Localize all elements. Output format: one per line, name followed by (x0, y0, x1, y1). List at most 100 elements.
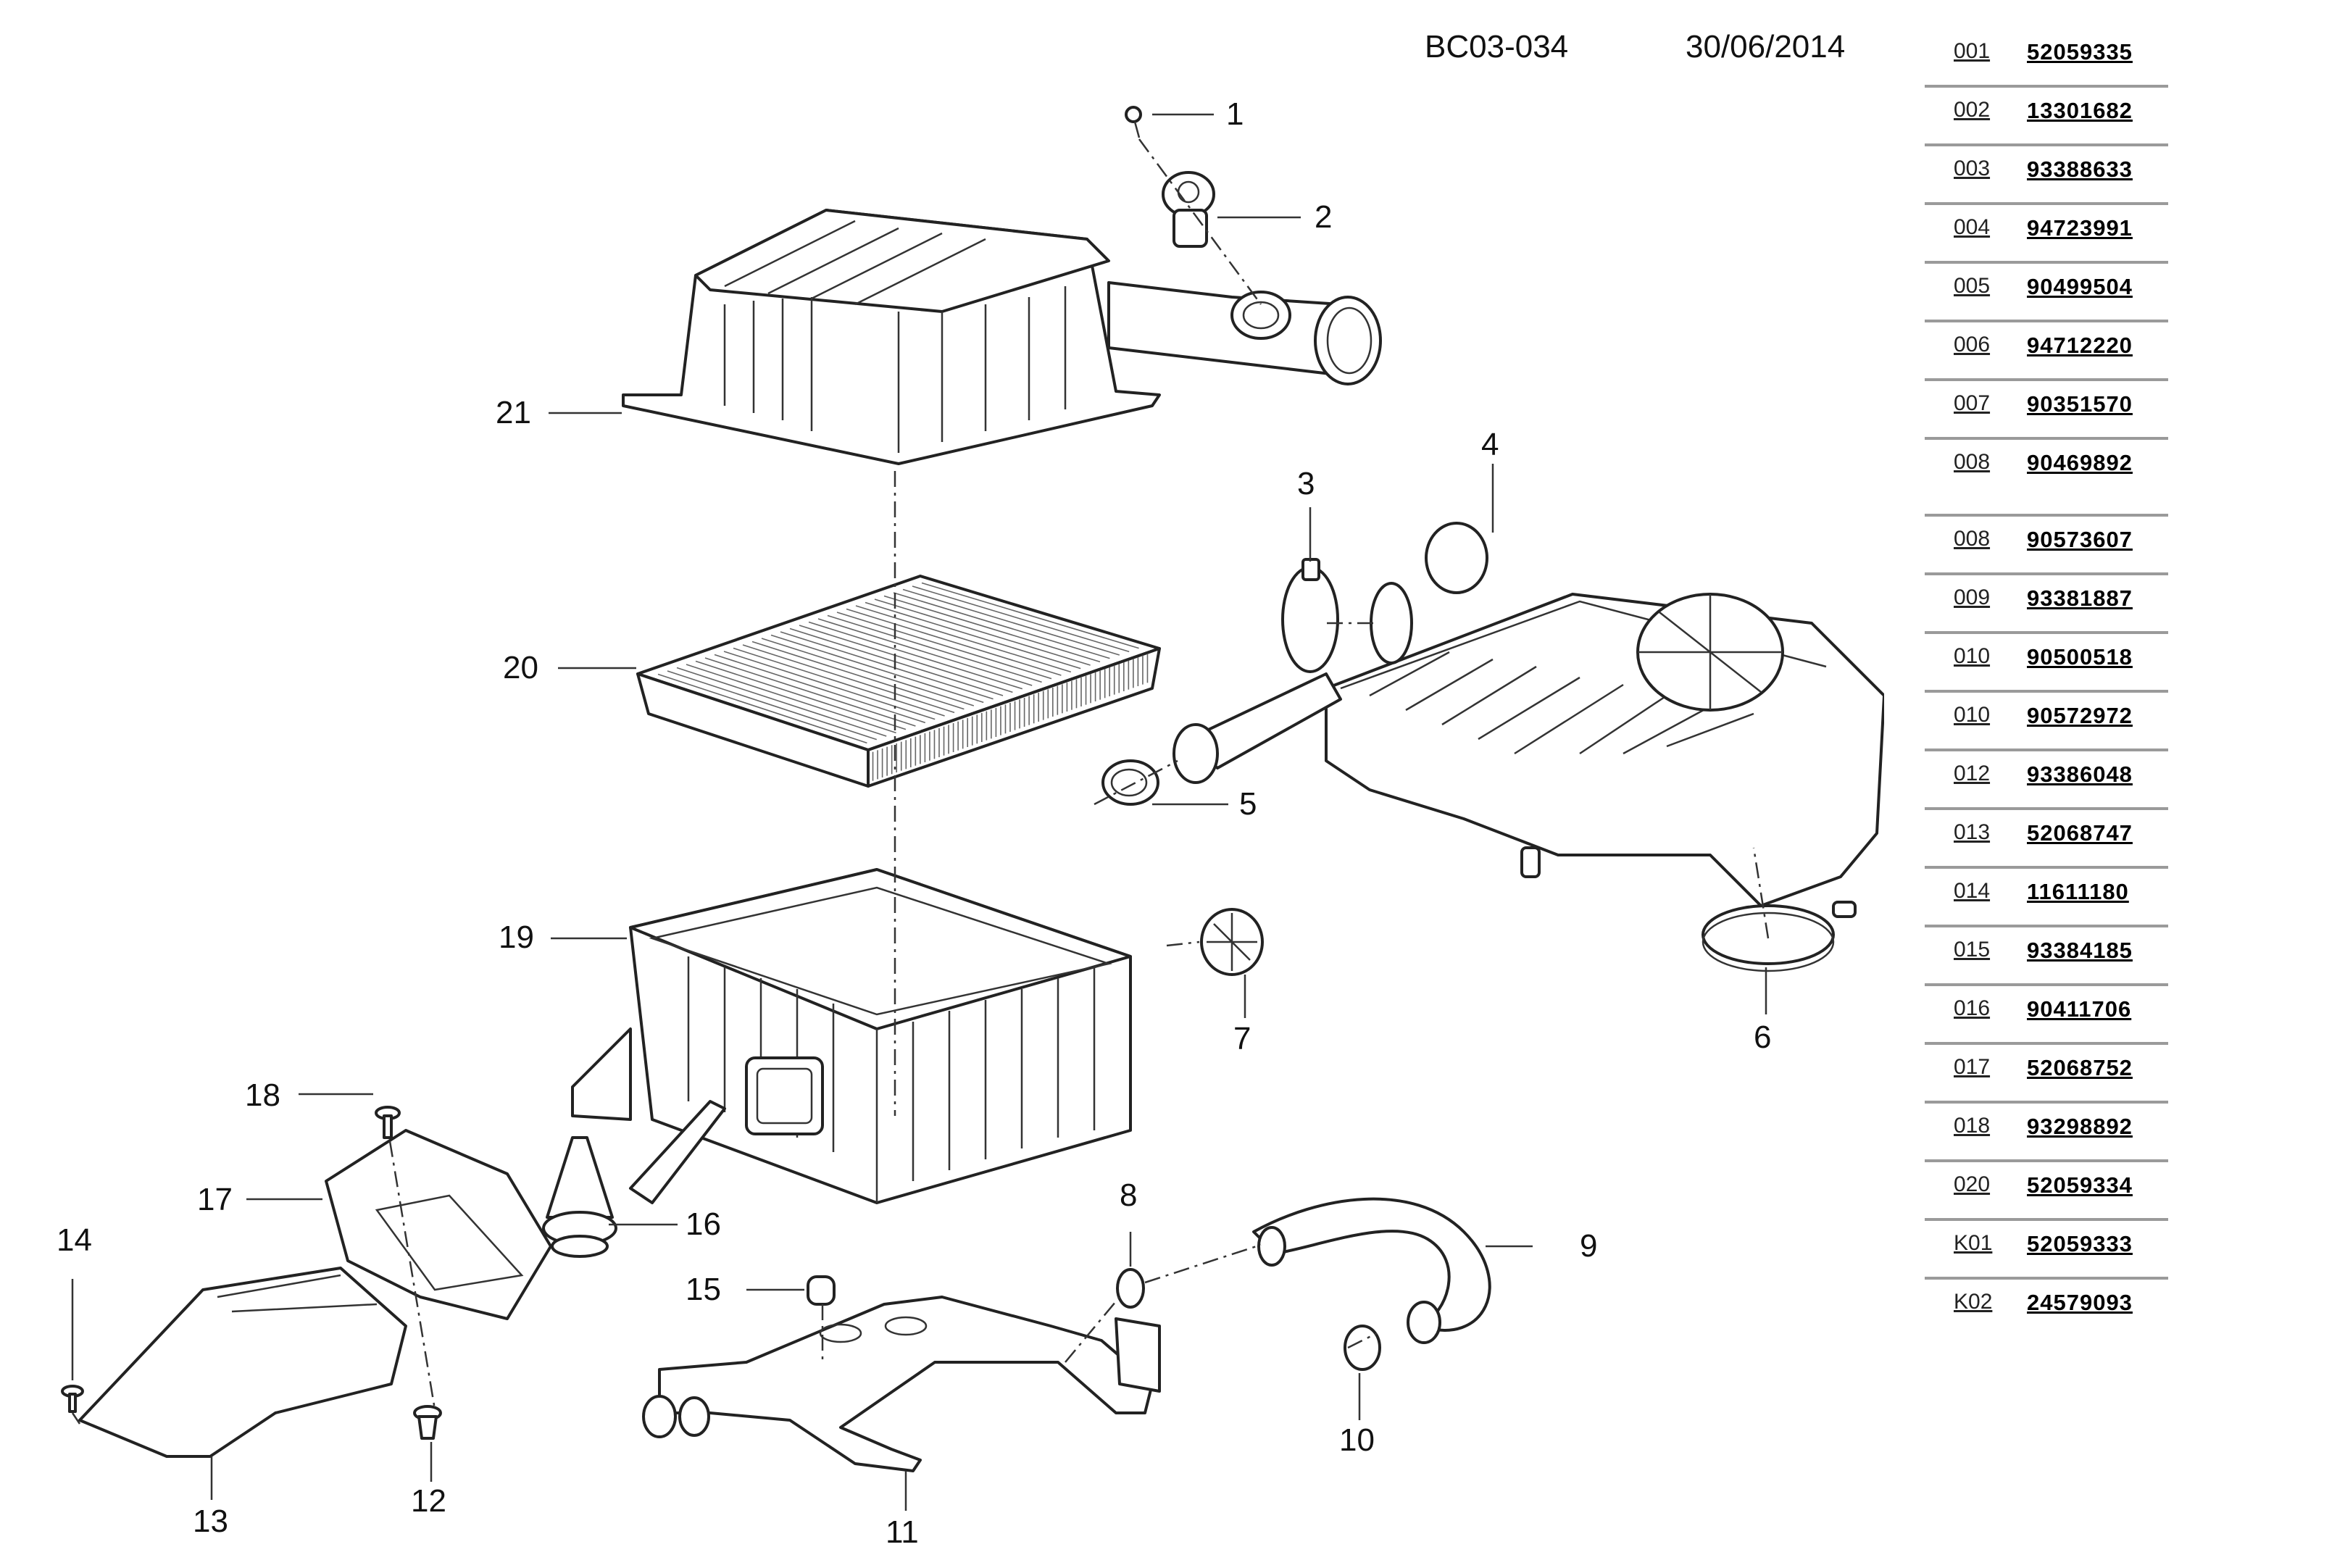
ref-number-link[interactable]: 002 (1954, 98, 1991, 122)
part-number-link[interactable]: 90351570 (2027, 391, 2133, 417)
part-number-link[interactable]: 94712220 (2027, 333, 2133, 358)
parts-list-row: 014 11611180 (1925, 869, 2168, 927)
filter-pleat-line (704, 657, 916, 727)
callout-5[interactable]: 5 (1239, 786, 1257, 822)
callout-11[interactable]: 11 (886, 1514, 919, 1550)
part-number-link[interactable]: 90411706 (2027, 996, 2132, 1022)
ref-number-link[interactable]: 018 (1954, 1114, 1991, 1138)
part-number-link[interactable]: 93388633 (2027, 157, 2133, 182)
part-2-sensor[interactable] (1162, 171, 1215, 248)
filter-pleat-line (676, 667, 887, 737)
part-17-inlet-duct[interactable] (325, 1129, 552, 1320)
callout-13[interactable]: 13 (193, 1504, 228, 1539)
part-number-link[interactable]: 52068747 (2027, 820, 2133, 846)
part-10-clamp[interactable] (1344, 1325, 1381, 1371)
part-3-hose-clamp[interactable] (1281, 558, 1339, 673)
callout-17[interactable]: 17 (197, 1182, 233, 1217)
ref-number-link[interactable]: K02 (1954, 1290, 1993, 1314)
part-number-link[interactable]: 11611180 (2027, 879, 2129, 904)
parts-list-row: 015 93384185 (1925, 927, 2168, 986)
callout-1[interactable]: 1 (1226, 96, 1244, 132)
callout-16[interactable]: 16 (686, 1206, 721, 1242)
callout-19[interactable]: 19 (499, 919, 534, 955)
part-number-link[interactable]: 93386048 (2027, 762, 2133, 787)
parts-list-row: 012 93386048 (1925, 751, 2168, 810)
ref-number-link[interactable]: 004 (1954, 215, 1991, 239)
callout-9[interactable]: 9 (1580, 1228, 1598, 1264)
callout-4[interactable]: 4 (1481, 427, 1499, 462)
filter-pleat-line (780, 631, 994, 700)
ref-number-link[interactable]: 008 (1954, 527, 1991, 551)
ref-number-link[interactable]: 007 (1954, 391, 1991, 415)
filter-pleat-line (667, 670, 878, 741)
part-14-screw[interactable] (61, 1385, 84, 1413)
part-number-link[interactable]: 90500518 (2027, 644, 2133, 670)
ref-number-link[interactable]: 020 (1954, 1172, 1991, 1196)
ref-number-link[interactable]: 015 (1954, 938, 1991, 962)
callout-15[interactable]: 15 (686, 1272, 721, 1307)
filter-pleat-line (695, 660, 907, 730)
part-number-link[interactable]: 94723991 (2027, 215, 2133, 241)
part-5-clamp-and-hose[interactable] (1101, 672, 1342, 806)
filter-pleat-line (808, 621, 1023, 690)
part-number-link[interactable]: 13301682 (2027, 98, 2133, 123)
part-19-lower-housing[interactable] (571, 868, 1132, 1204)
filter-pleat-line (855, 605, 1072, 673)
ref-number-link[interactable]: 014 (1954, 879, 1991, 903)
part-13-lower-duct[interactable] (78, 1267, 407, 1458)
callout-3[interactable]: 3 (1297, 466, 1315, 501)
part-number-link[interactable]: 24579093 (2027, 1290, 2133, 1315)
callout-12[interactable]: 12 (411, 1483, 446, 1519)
ref-number-link[interactable]: 006 (1954, 333, 1991, 356)
ref-number-link[interactable]: 003 (1954, 157, 1991, 180)
ref-number-link[interactable]: 008 (1954, 450, 1991, 474)
part-number-link[interactable]: 90469892 (2027, 450, 2133, 475)
callout-7[interactable]: 7 (1233, 1021, 1251, 1056)
parts-list-row: 005 90499504 (1925, 264, 2168, 322)
part-number-link[interactable]: 90572972 (2027, 703, 2133, 728)
part-number-link[interactable]: 52059333 (2027, 1231, 2133, 1256)
ref-number-link[interactable]: 010 (1954, 644, 1991, 668)
part-number-link[interactable]: 93298892 (2027, 1114, 2133, 1139)
callout-18[interactable]: 18 (245, 1077, 280, 1113)
callout-6[interactable]: 6 (1754, 1019, 1772, 1055)
ref-number-link[interactable]: 017 (1954, 1055, 1991, 1079)
callout-10[interactable]: 10 (1339, 1422, 1375, 1458)
part-20-filter-element[interactable] (636, 575, 1161, 788)
callout-14[interactable]: 14 (57, 1222, 92, 1258)
ref-number-link[interactable]: 012 (1954, 762, 1991, 785)
part-9-hose[interactable] (1252, 1197, 1491, 1344)
part-number-link[interactable]: 93384185 (2027, 938, 2133, 963)
callout-8[interactable]: 8 (1120, 1177, 1138, 1213)
ref-number-link[interactable]: 005 (1954, 274, 1991, 298)
part-1-screw[interactable] (1125, 106, 1142, 138)
part-number-link[interactable]: 52059335 (2027, 39, 2133, 64)
ref-number-link[interactable]: 010 (1954, 703, 1991, 727)
callout-2[interactable]: 2 (1315, 199, 1333, 235)
part-number-link[interactable]: 93381887 (2027, 585, 2133, 611)
part-15-plug[interactable] (807, 1275, 836, 1306)
part-number-link[interactable]: 90499504 (2027, 274, 2133, 299)
ref-number-link[interactable]: 013 (1954, 820, 1991, 844)
part-11-bracket[interactable] (642, 1296, 1161, 1472)
part-number-link[interactable]: 90573607 (2027, 527, 2133, 552)
part-number-link[interactable]: 52059334 (2027, 1172, 2133, 1198)
part-21-upper-housing[interactable] (622, 209, 1382, 465)
callout-21[interactable]: 21 (496, 395, 531, 430)
ref-number-link[interactable]: 016 (1954, 996, 1991, 1020)
ref-number-link[interactable]: K01 (1954, 1231, 1993, 1255)
filter-pleat-line (714, 654, 926, 724)
part-7-valve[interactable] (1200, 908, 1264, 976)
filter-pleat-line (723, 651, 936, 720)
part-18-screw[interactable] (375, 1106, 401, 1139)
ref-number-link[interactable]: 001 (1954, 39, 1991, 63)
part-6-clamp[interactable] (1702, 901, 1857, 972)
part-16-rubber-mount[interactable] (542, 1136, 617, 1258)
part-12-clip[interactable] (413, 1405, 442, 1440)
callout-20[interactable]: 20 (503, 650, 538, 685)
ref-number-link[interactable]: 009 (1954, 585, 1991, 609)
part-number-link[interactable]: 52068752 (2027, 1055, 2133, 1080)
filter-pleat-line (827, 614, 1042, 683)
part-8-clamp[interactable] (1116, 1268, 1145, 1309)
part-4-intake-resonator[interactable] (1325, 522, 1884, 907)
